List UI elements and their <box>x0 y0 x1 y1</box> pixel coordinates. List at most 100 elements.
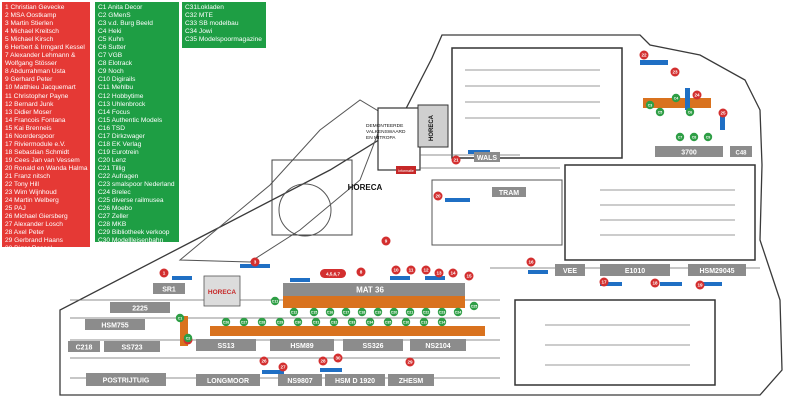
marker-c5[interactable] <box>655 107 665 117</box>
marker-c13[interactable] <box>419 317 429 327</box>
company-legend-item: C34 Jowi <box>185 28 213 36</box>
exhibitor-legend-item: 24 Martin Welberg <box>5 197 59 205</box>
horeca-left-box <box>203 275 241 307</box>
marker-12-label: 12 <box>423 268 429 273</box>
marker-c12-label: C12 <box>291 310 298 314</box>
marker-c9[interactable] <box>703 132 713 142</box>
horeca-building-north <box>417 104 449 148</box>
company-legend-item: C23 smalspoor Nederland <box>98 181 175 189</box>
marker-15[interactable] <box>464 271 474 281</box>
marker-28[interactable] <box>318 356 328 366</box>
company-legend-item: C22 Aufragen <box>98 172 139 180</box>
company-legend-item: C25 diverse railmusea <box>98 197 164 205</box>
marker-c29[interactable] <box>275 317 285 327</box>
marker-29[interactable] <box>405 357 415 367</box>
exhibitor-legend-item: 16 Noorderspoor <box>5 132 55 140</box>
marker-c20-label: C20 <box>391 310 398 314</box>
marker-c2-label: C2 <box>186 336 191 340</box>
marker-23[interactable] <box>670 67 680 77</box>
marker-10[interactable] <box>391 265 401 275</box>
marker-c27[interactable] <box>239 317 249 327</box>
marker-c16[interactable] <box>325 307 335 317</box>
turntable <box>278 183 332 237</box>
hall-east <box>564 164 756 261</box>
marker-c1-label: C1 <box>178 316 183 320</box>
marker-25[interactable] <box>718 108 728 118</box>
marker-c19[interactable] <box>373 307 383 317</box>
marker-c8[interactable] <box>689 132 699 142</box>
marker-c33[interactable] <box>347 317 357 327</box>
marker-30[interactable] <box>333 353 343 363</box>
marker-c1[interactable] <box>175 313 185 323</box>
marker-3[interactable] <box>250 257 260 267</box>
marker-c15[interactable] <box>309 307 319 317</box>
marker-8[interactable] <box>356 267 366 277</box>
label-box-e1010 <box>600 264 670 276</box>
marker-c34[interactable] <box>365 317 375 327</box>
marker-11[interactable] <box>406 265 416 275</box>
marker-1[interactable] <box>159 268 169 278</box>
marker-c30[interactable] <box>293 317 303 327</box>
marker-c12[interactable] <box>289 307 299 317</box>
exhibitor-legend-item: 27 Alexander Losch <box>5 221 63 229</box>
marker-c2[interactable] <box>183 333 193 343</box>
label-box-ss723 <box>104 341 160 352</box>
marker-c11[interactable] <box>270 296 280 306</box>
marker-c10-label: C10 <box>403 320 410 324</box>
marker-c26[interactable] <box>221 317 231 327</box>
exhibitor-legend-item: 12 Bernard Junk <box>5 100 54 108</box>
marker-c23[interactable] <box>437 307 447 317</box>
exhibitor-legend-item: 5 Michael Kirsch <box>5 36 54 44</box>
exhibitor-legend-item: 15 Kai Brenneis <box>5 124 52 132</box>
marker-9[interactable] <box>381 236 391 246</box>
marker-c6[interactable] <box>685 107 695 117</box>
marker-c4[interactable] <box>671 93 681 103</box>
marker-c25[interactable] <box>469 301 479 311</box>
label-box-c218 <box>68 341 100 352</box>
marker-19[interactable] <box>695 280 705 290</box>
marker-15-label: 15 <box>466 274 472 279</box>
company-legend-item: C35 Modelspoormagazine <box>185 36 262 44</box>
marker-c7[interactable] <box>675 132 685 142</box>
marker-25-label: 25 <box>720 111 726 116</box>
marker-26[interactable] <box>259 356 269 366</box>
marker-14[interactable] <box>448 268 458 278</box>
marker-27[interactable] <box>278 362 288 372</box>
marker-12[interactable] <box>421 265 431 275</box>
marker-22[interactable] <box>639 50 649 60</box>
marker-c14[interactable] <box>437 317 447 327</box>
label-zhesm: ZHESM <box>399 378 424 385</box>
marker-13[interactable] <box>434 268 444 278</box>
company-legend-item: C21 Tillig <box>98 164 126 172</box>
marker-18[interactable] <box>650 278 660 288</box>
marker-c26-label: C26 <box>223 320 230 324</box>
marker-17[interactable] <box>599 277 609 287</box>
label-postrijtuig: POSTRIJTUIG <box>103 378 150 385</box>
company-legend-item: C10 Digirails <box>98 76 136 84</box>
marker-c32[interactable] <box>329 317 339 327</box>
marker-c28[interactable] <box>257 317 267 327</box>
marker-c10[interactable] <box>401 317 411 327</box>
marker-c22[interactable] <box>421 307 431 317</box>
company-legend-item: C27 Zeller <box>98 213 129 221</box>
company-legend-item: C2 GMenS <box>98 12 131 20</box>
marker-c16-label: C16 <box>327 310 334 314</box>
marker-c31[interactable] <box>311 317 321 327</box>
marker-c17[interactable] <box>341 307 351 317</box>
marker-20[interactable] <box>433 191 443 201</box>
exhibitor-legend-item: 21 Franz nitsch <box>5 172 51 180</box>
marker-16[interactable] <box>526 257 536 267</box>
marker-24[interactable] <box>692 90 702 100</box>
marker-c35[interactable] <box>383 317 393 327</box>
marker-1-label: 1 <box>163 271 166 276</box>
marker-16-label: 16 <box>528 260 534 265</box>
marker-c20[interactable] <box>389 307 399 317</box>
marker-21[interactable] <box>451 155 461 165</box>
marker-c18[interactable] <box>357 307 367 317</box>
label-ns9807: NS9807 <box>287 378 312 385</box>
marker-4567[interactable] <box>320 269 346 278</box>
marker-c21[interactable] <box>405 307 415 317</box>
marker-22-label: 22 <box>641 53 647 58</box>
marker-c3[interactable] <box>645 100 655 110</box>
marker-c24[interactable] <box>453 307 463 317</box>
